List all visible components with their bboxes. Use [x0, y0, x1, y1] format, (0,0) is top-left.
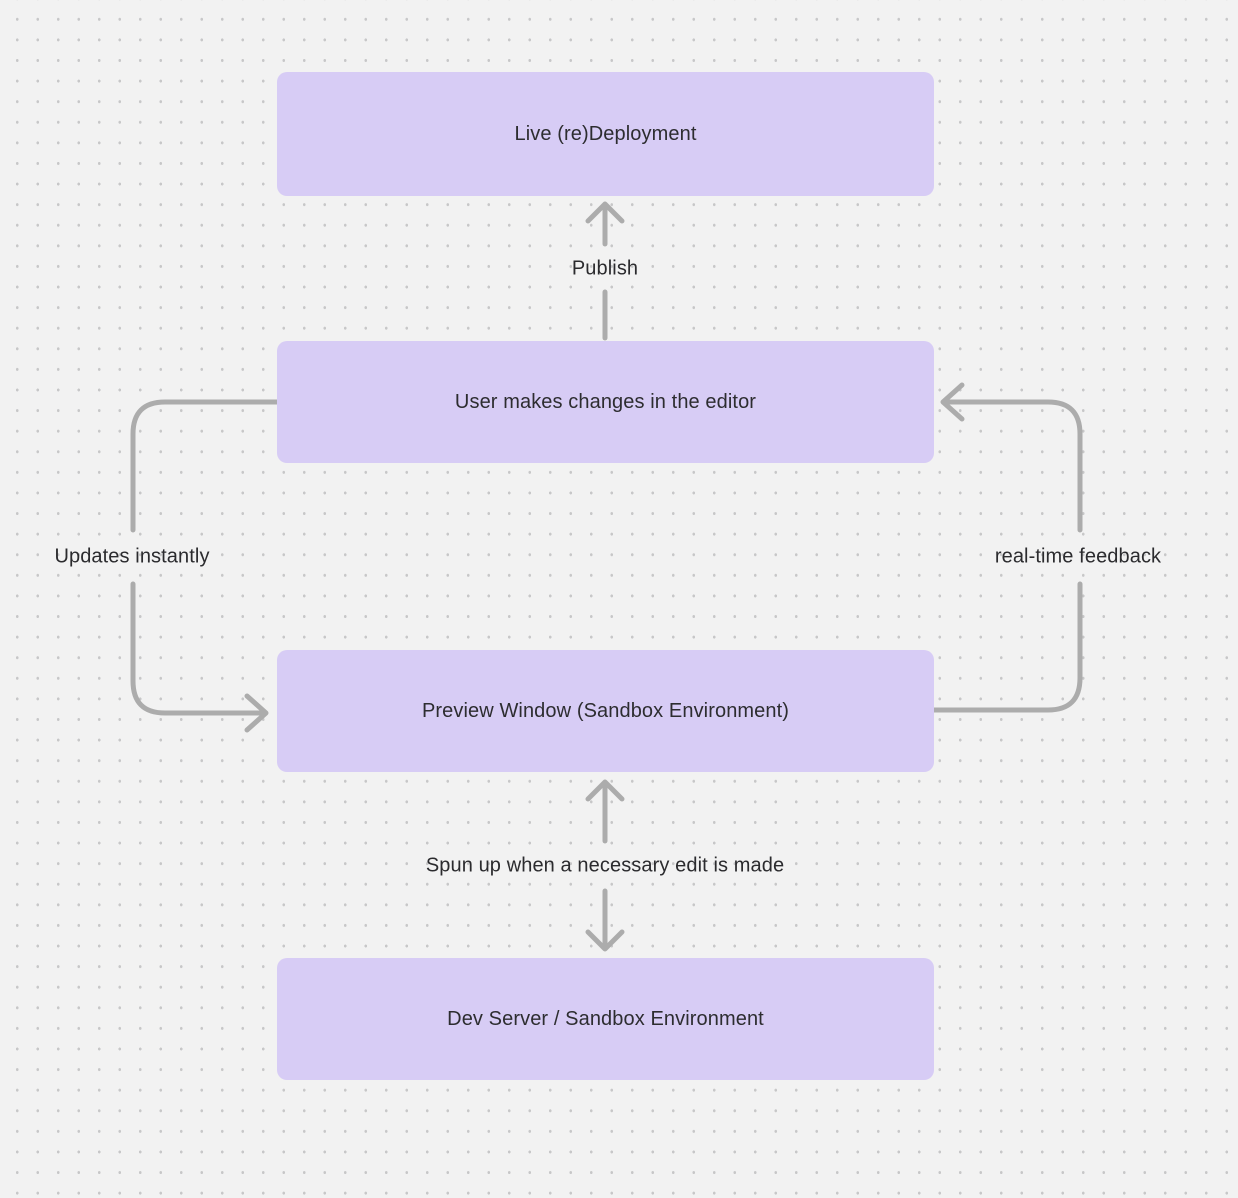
- node-editor[interactable]: User makes changes in the editor: [277, 341, 934, 463]
- arrowhead-right-icon: [244, 693, 269, 733]
- arrowhead-left-icon: [940, 382, 965, 422]
- arrowhead-up-icon: [585, 201, 625, 224]
- node-preview-window-label: Preview Window (Sandbox Environment): [421, 699, 790, 722]
- node-dev-server-label: Dev Server / Sandbox Environment: [447, 1007, 764, 1030]
- edge-label-publish: Publish: [571, 257, 639, 280]
- node-editor-label: User makes changes in the editor: [454, 390, 757, 413]
- node-live-deployment-label: Live (re)Deployment: [514, 122, 697, 145]
- node-dev-server[interactable]: Dev Server / Sandbox Environment: [277, 958, 934, 1080]
- edge-label-real-time-feedback: real-time feedback: [994, 545, 1162, 568]
- edge-label-updates-instantly: Updates instantly: [54, 545, 210, 568]
- node-live-deployment[interactable]: Live (re)Deployment: [277, 72, 934, 196]
- edge-label-spun-up: Spun up when a necessary edit is made: [425, 854, 785, 877]
- arrowhead-up-icon: [585, 779, 625, 802]
- node-preview-window[interactable]: Preview Window (Sandbox Environment): [277, 650, 934, 772]
- arrowhead-down-icon: [585, 929, 625, 952]
